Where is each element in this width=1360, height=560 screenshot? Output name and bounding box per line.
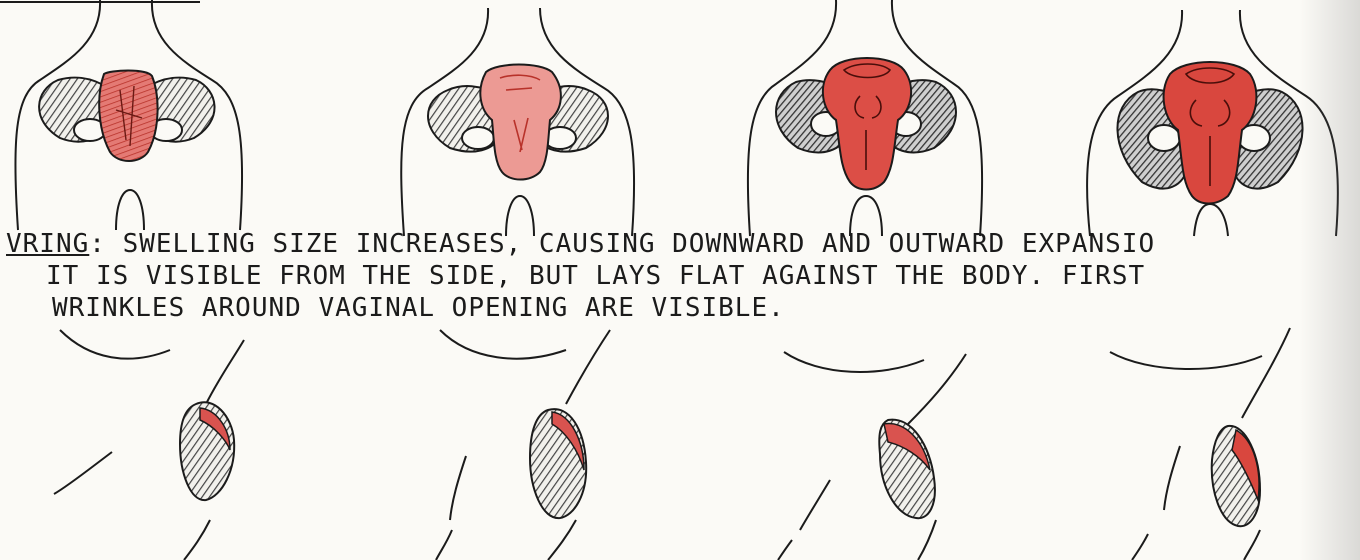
side-view-stage-4 xyxy=(1110,328,1290,560)
side-view-stage-2 xyxy=(436,330,610,560)
caption-line-1: VRING: SWELLING SIZE INCREASES, CAUSING … xyxy=(6,228,1360,260)
caption-line-1-text: : SWELLING SIZE INCREASES, CAUSING DOWNW… xyxy=(89,229,1155,259)
side-view-stage-3 xyxy=(778,352,966,560)
caption-heading: VRING xyxy=(6,229,89,259)
caption-line-3: WRINKLES AROUND VAGINAL OPENING ARE VISI… xyxy=(6,292,1360,324)
scan-shadow-edge xyxy=(1300,0,1360,560)
stage-description: VRING: SWELLING SIZE INCREASES, CAUSING … xyxy=(6,228,1360,324)
side-view-stage-1 xyxy=(54,330,244,560)
rear-view-stage-1 xyxy=(15,0,242,230)
rear-view-stage-3 xyxy=(748,0,982,236)
rear-view-stage-2 xyxy=(401,8,634,236)
caption-line-2: IT IS VISIBLE FROM THE SIDE, BUT LAYS FL… xyxy=(6,260,1360,292)
